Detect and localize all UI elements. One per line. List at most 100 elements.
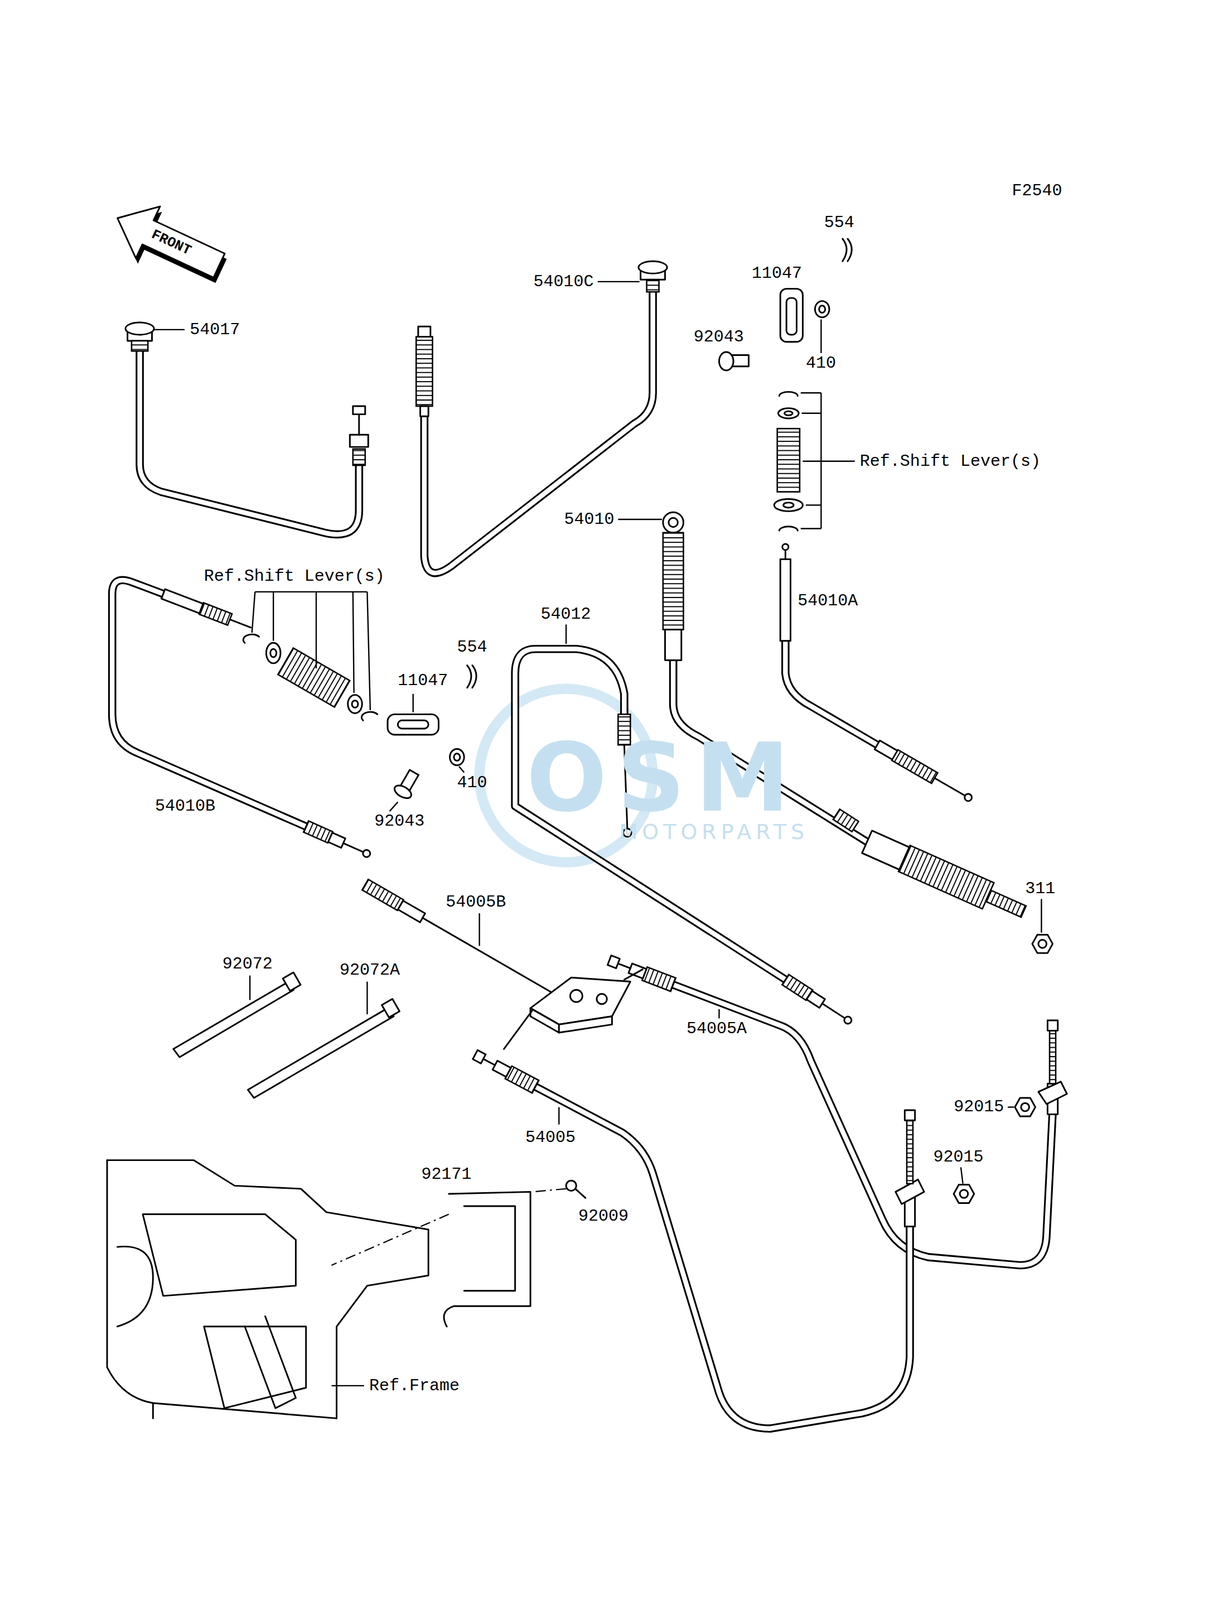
leader-line [366, 981, 368, 1015]
cable-fitting [353, 405, 366, 415]
part-number: 92043 [693, 328, 744, 346]
rod-and-junction [504, 1009, 533, 1050]
cable-tie [173, 972, 400, 1098]
cable [112, 579, 307, 827]
cable [785, 640, 878, 746]
shift-lever-parts [392, 767, 423, 801]
part-number: 54012 [540, 605, 591, 623]
shift-lever-parts [450, 748, 465, 766]
part-number: 54010 [563, 510, 615, 528]
cable-fitting [161, 588, 203, 613]
leader-line [152, 329, 185, 331]
front-arrow [103, 192, 235, 298]
shift-lever-parts [802, 460, 855, 462]
shift-lever-parts [243, 634, 259, 643]
watermark-text: OSM [526, 730, 800, 825]
part-number: 92072A [339, 961, 400, 979]
frame-and-clamp [575, 1188, 586, 1198]
cable [785, 640, 878, 746]
cable-fitting [229, 619, 251, 627]
shift-lever-parts [800, 392, 822, 394]
shift-lever-parts [805, 504, 821, 506]
cable-fitting [663, 532, 684, 630]
rod-and-junction [624, 969, 643, 980]
cable [139, 349, 360, 535]
cable-fitting [663, 511, 684, 533]
leader-line [331, 1384, 365, 1386]
cable [112, 579, 307, 827]
cable-fitting [199, 602, 232, 626]
cable-fitting [665, 629, 682, 661]
shift-lever-parts [277, 647, 350, 707]
cable [673, 984, 1053, 1265]
nut [1014, 1097, 1036, 1116]
shift-lever-parts [784, 411, 794, 415]
cable [535, 1086, 910, 1429]
reference-note: Ref.Shift Lever(s) [204, 567, 385, 585]
cable-fitting [349, 434, 369, 447]
shift-lever-parts [778, 408, 800, 419]
frame-and-clamp [142, 1214, 296, 1296]
shift-lever-parts [779, 391, 798, 396]
rod-and-junction [422, 917, 556, 994]
cable-fitting [833, 808, 859, 831]
part-number: 54010B [155, 797, 216, 815]
cable-fitting [782, 543, 789, 550]
cable-fitting [1038, 1081, 1067, 1104]
cable-fitting [418, 326, 431, 337]
cable-fitting [668, 517, 678, 527]
shift-lever-parts [783, 502, 794, 508]
cable-fitting [472, 1049, 486, 1063]
cable-fitting [125, 260, 1067, 1226]
shift-lever-parts [800, 527, 822, 529]
shift-lever-parts [819, 305, 826, 313]
part-number: 92072 [222, 955, 273, 973]
cable-fitting [822, 1003, 845, 1019]
cable-fitting [492, 1060, 511, 1077]
shift-lever-parts [467, 665, 477, 688]
nut [959, 1189, 969, 1198]
cable-fitting [904, 1109, 915, 1120]
reference-note: Ref.Shift Lever(s) [859, 452, 1041, 470]
shift-lever-parts [392, 782, 414, 801]
cable [424, 290, 654, 573]
part-number: 311 [1025, 880, 1056, 897]
leader-line [617, 518, 662, 520]
leader-line [1007, 1105, 1014, 1108]
part-number: 410 [456, 774, 487, 791]
watermark-text: MOTORPARTS [619, 820, 809, 843]
leader-line [1040, 898, 1042, 932]
cable-fitting [780, 558, 791, 641]
front-arrow [105, 192, 232, 292]
shift-lever-parts [270, 648, 277, 657]
cable-fitting [358, 414, 360, 435]
part-number: 92015 [953, 1098, 1004, 1115]
frame-and-clamp [107, 1159, 586, 1419]
frame-and-clamp [117, 1245, 153, 1326]
part-number: 54010C [533, 273, 594, 290]
leader-line [152, 281, 1042, 1386]
cable-fitting [934, 777, 966, 796]
cable-fitting [806, 990, 825, 1008]
frame-and-clamp [331, 1214, 449, 1265]
cable-fitting [607, 955, 620, 969]
cable-fitting [483, 1058, 496, 1065]
part-number: 54005A [686, 1020, 747, 1037]
cable-fitting [985, 890, 1026, 917]
shift-lever-parts [272, 591, 274, 641]
cable-fitting [873, 739, 975, 805]
leader-line [558, 1107, 560, 1125]
cable-fitting [471, 1047, 539, 1093]
cable [112, 290, 1053, 1428]
nut [953, 1184, 975, 1203]
shift-lever-parts [397, 719, 429, 729]
shift-lever-parts [387, 713, 439, 735]
part-number: 92171 [421, 1165, 472, 1183]
part-number: 11047 [751, 264, 802, 282]
shift-lever-parts [814, 301, 830, 318]
cable-fitting [641, 966, 676, 992]
cable [139, 349, 360, 535]
part-number: 554 [456, 638, 487, 656]
rod-and-junction [530, 1007, 559, 1033]
